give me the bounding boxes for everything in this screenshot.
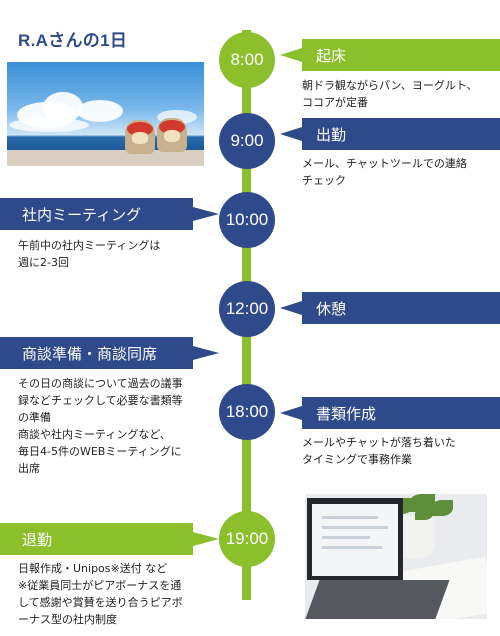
label-arrival: 出勤 (280, 118, 500, 150)
label-break: 休憩 (280, 292, 500, 324)
desc-arrival: メール、チャットツールでの連絡チェック (302, 157, 467, 187)
page-title: R.Aさんの1日 (18, 31, 128, 50)
laptop-desk-photo (305, 494, 487, 619)
desc-wakeup: 朝ドラ観ながらパン、ヨーグルト、ココアが定番 (302, 79, 478, 109)
label-leave: 退勤 (0, 523, 219, 555)
label-documents: 書類作成 (280, 397, 500, 429)
label-sales-prep: 商談準備・商談同席 (0, 337, 219, 369)
time-circle-1200: 12:00 (219, 281, 275, 337)
desc-leave: 日報作成・Unipos※送付 など※従業員同士がピアボーナスを通 して感謝や賞賛… (18, 562, 183, 626)
desc-sales-prep: その日の商談について過去の議事録などチェックして必要な書類等 の準備商談や社内ミ… (18, 377, 183, 475)
time-circle-0900: 9:00 (219, 113, 275, 169)
time-circle-1000: 10:00 (219, 192, 275, 248)
time-circle-1800: 18:00 (219, 384, 275, 440)
time-circle-0800: 8:00 (219, 32, 275, 88)
label-wakeup: 起床 (280, 39, 500, 71)
okinawa-shisa-photo (7, 62, 204, 166)
desc-meeting: 午前中の社内ミーティングは週に2-3回 (18, 239, 161, 269)
desc-documents: メールやチャットが落ち着いたタイミングで事務作業 (302, 436, 456, 466)
label-meeting: 社内ミーティング (0, 198, 219, 230)
time-circle-1900: 19:00 (219, 511, 275, 567)
